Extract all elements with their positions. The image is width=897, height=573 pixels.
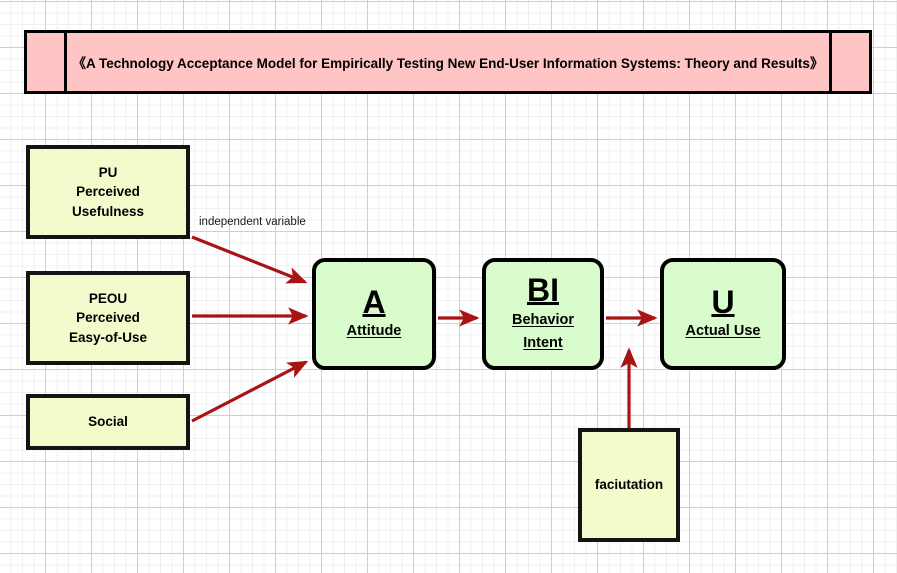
node-pu-line-2: Perceived bbox=[76, 184, 140, 200]
node-peou-line-3: Easy-of-Use bbox=[68, 329, 148, 345]
node-social[interactable]: Social bbox=[26, 394, 190, 450]
title-bar-left-cell bbox=[27, 33, 67, 91]
node-perceived-ease-of-use[interactable]: PEOU Perceived Easy-of-Use bbox=[26, 271, 190, 365]
arrow-pu-to-attitude bbox=[191, 235, 308, 284]
node-facilitation[interactable]: faciutation bbox=[578, 428, 680, 542]
page-title: 《A Technology Acceptance Model for Empir… bbox=[72, 56, 824, 71]
title-bar: 《A Technology Acceptance Model for Empir… bbox=[24, 30, 872, 94]
node-behavior-intent-name-line-1: Behavior bbox=[511, 311, 575, 328]
arrow-social-to-attitude bbox=[191, 360, 309, 423]
node-actual-use[interactable]: U Actual Use bbox=[660, 258, 786, 370]
title-bar-main-cell: 《A Technology Acceptance Model for Empir… bbox=[66, 33, 830, 91]
node-pu-line-1: PU bbox=[98, 165, 118, 181]
node-actual-use-name: Actual Use bbox=[685, 323, 761, 340]
node-attitude-abbr: A bbox=[362, 283, 386, 320]
node-attitude-name: Attitude bbox=[346, 323, 402, 340]
node-behavior-intent-name-line-2: Intent bbox=[523, 334, 563, 351]
node-facilitation-label: faciutation bbox=[594, 477, 664, 493]
node-behavior-intent-abbr: BI bbox=[527, 272, 559, 309]
node-peou-line-1: PEOU bbox=[88, 291, 128, 307]
node-behavior-intent[interactable]: BI Behavior Intent bbox=[482, 258, 604, 370]
label-independent-variable: independent variable bbox=[199, 216, 306, 228]
node-pu-line-3: Usefulness bbox=[71, 203, 145, 219]
node-social-label: Social bbox=[88, 414, 128, 430]
node-pu-label: PU Perceived Usefulness bbox=[72, 163, 144, 220]
node-peou-label: PEOU Perceived Easy-of-Use bbox=[69, 289, 147, 346]
title-bar-right-cell bbox=[829, 33, 869, 91]
node-attitude[interactable]: A Attitude bbox=[312, 258, 436, 370]
node-perceived-usefulness[interactable]: PU Perceived Usefulness bbox=[26, 145, 190, 239]
node-actual-use-abbr: U bbox=[711, 283, 735, 320]
node-peou-line-2: Perceived bbox=[76, 310, 140, 326]
